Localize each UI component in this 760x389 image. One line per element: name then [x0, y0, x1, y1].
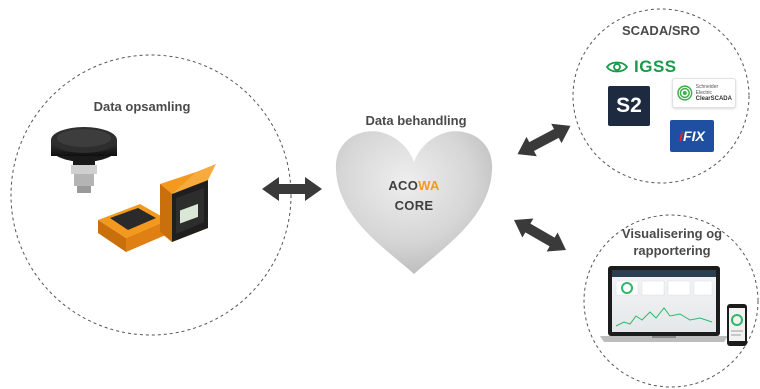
visualization-title-line1: Visualisering og [621, 226, 723, 241]
ifix-logo-i: i [679, 128, 684, 144]
eye-icon [606, 61, 628, 73]
brand-part1: ACO [388, 178, 419, 193]
clearscada-name: ClearSCADA [695, 96, 732, 102]
sensor-puck-device [51, 127, 117, 193]
data-collection-circle [10, 54, 292, 336]
phone-device [727, 304, 747, 346]
clearscada-text: Schneider Electric ClearSCADA [696, 84, 735, 102]
bidirectional-arrow-bottom [514, 218, 566, 252]
scada-circle [572, 8, 750, 184]
s2-logo: S2 [608, 86, 650, 126]
signal-icon [677, 85, 693, 101]
visualization-circle [583, 214, 759, 388]
brand-part2: WA [418, 178, 440, 193]
core-heart [335, 131, 493, 274]
data-logger-device-small [98, 204, 168, 252]
bidirectional-arrow-top [517, 123, 571, 157]
visualization-title-line2: rapportering [633, 243, 711, 258]
brand-line2: CORE [394, 198, 434, 213]
data-collection-title: Data opsamling [93, 99, 191, 114]
data-processing-title: Data behandling [365, 113, 467, 128]
igss-logo-text: IGSS [634, 57, 677, 76]
igss-logo: IGSS [606, 56, 716, 78]
data-logger-device-open [160, 164, 216, 242]
laptop-device [600, 266, 728, 342]
clearscada-logo: Schneider Electric ClearSCADA [672, 78, 736, 108]
ifix-logo-text: FIX [683, 128, 705, 144]
clearscada-vendor: Schneider Electric [695, 84, 719, 96]
bidirectional-arrow-left [262, 177, 322, 201]
scada-title: SCADA/SRO [621, 23, 700, 38]
brand-line1: ACOWA [364, 178, 464, 193]
visualization-title: Visualisering og rapportering [598, 225, 746, 259]
acowa-core-label: ACOWA CORE [364, 178, 464, 213]
